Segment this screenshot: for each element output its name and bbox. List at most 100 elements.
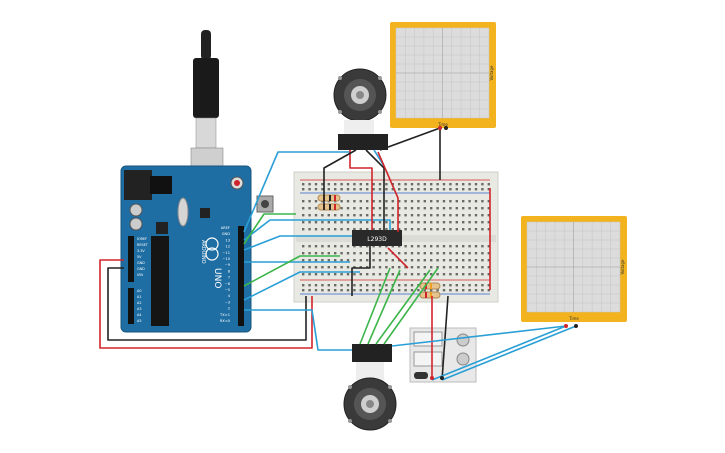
- oscilloscope-right[interactable]: Time Voltage: [521, 216, 627, 322]
- breadboard-hole[interactable]: [468, 228, 471, 231]
- breadboard-hole[interactable]: [327, 266, 330, 269]
- breadboard-hole[interactable]: [385, 228, 388, 231]
- breadboard-hole[interactable]: [462, 252, 465, 255]
- breadboard-hole[interactable]: [391, 207, 394, 210]
- breadboard-hole[interactable]: [442, 228, 446, 231]
- breadboard-hole[interactable]: [398, 221, 401, 224]
- breadboard-hole[interactable]: [340, 266, 343, 269]
- breadboard-hole[interactable]: [468, 183, 471, 186]
- breadboard-hole[interactable]: [410, 252, 414, 255]
- wire-green[interactable]: [367, 269, 401, 345]
- wire-black[interactable]: [441, 295, 449, 381]
- breadboard-hole[interactable]: [398, 284, 401, 287]
- breadboard-hole[interactable]: [404, 183, 407, 186]
- breadboard-hole[interactable]: [481, 259, 484, 262]
- breadboard-hole[interactable]: [449, 252, 452, 255]
- l293d-chip[interactable]: L293D: [352, 230, 402, 246]
- breadboard-hole[interactable]: [359, 228, 362, 231]
- breadboard-hole[interactable]: [423, 207, 426, 210]
- breadboard-hole[interactable]: [327, 273, 330, 276]
- breadboard-hole[interactable]: [436, 245, 439, 248]
- breadboard-hole[interactable]: [334, 221, 337, 224]
- wire-blue[interactable]: [431, 325, 567, 381]
- breadboard-hole[interactable]: [340, 273, 343, 276]
- breadboard-hole[interactable]: [327, 228, 330, 231]
- wire-red[interactable]: [349, 150, 373, 230]
- breadboard-hole[interactable]: [385, 188, 388, 191]
- breadboard-hole[interactable]: [302, 289, 305, 292]
- breadboard-hole[interactable]: [321, 188, 324, 191]
- breadboard-hole[interactable]: [327, 183, 330, 186]
- wire-black[interactable]: [379, 127, 441, 151]
- resistor[interactable]: [317, 194, 341, 202]
- breadboard-hole[interactable]: [314, 259, 318, 262]
- breadboard-hole[interactable]: [346, 266, 350, 269]
- breadboard-hole[interactable]: [314, 252, 318, 255]
- breadboard-hole[interactable]: [455, 207, 458, 210]
- breadboard-hole[interactable]: [474, 207, 478, 210]
- breadboard-hole[interactable]: [372, 183, 375, 186]
- breadboard-hole[interactable]: [327, 214, 330, 217]
- wire-black[interactable]: [107, 267, 307, 341]
- breadboard-hole[interactable]: [302, 183, 305, 186]
- breadboard-hole[interactable]: [308, 183, 311, 186]
- breadboard-hole[interactable]: [442, 245, 446, 248]
- breadboard-hole[interactable]: [410, 245, 414, 248]
- breadboard-hole[interactable]: [436, 183, 439, 186]
- breadboard-hole[interactable]: [353, 188, 356, 191]
- breadboard-hole[interactable]: [474, 284, 478, 287]
- breadboard-hole[interactable]: [423, 200, 426, 203]
- breadboard-hole[interactable]: [468, 284, 471, 287]
- wire-black[interactable]: [365, 149, 385, 230]
- breadboard-hole[interactable]: [334, 188, 337, 191]
- breadboard-hole[interactable]: [353, 214, 356, 217]
- breadboard-hole[interactable]: [404, 188, 407, 191]
- breadboard-hole[interactable]: [385, 259, 388, 262]
- breadboard-hole[interactable]: [442, 266, 446, 269]
- breadboard-hole[interactable]: [391, 266, 394, 269]
- breadboard-hole[interactable]: [302, 188, 305, 191]
- breadboard-hole[interactable]: [404, 221, 407, 224]
- breadboard-hole[interactable]: [378, 266, 382, 269]
- breadboard-hole[interactable]: [404, 273, 407, 276]
- wire-red[interactable]: [377, 151, 399, 232]
- breadboard-hole[interactable]: [346, 214, 350, 217]
- breadboard-hole[interactable]: [410, 214, 414, 217]
- breadboard-hole[interactable]: [372, 221, 375, 224]
- breadboard-hole[interactable]: [430, 200, 433, 203]
- breadboard-hole[interactable]: [366, 200, 369, 203]
- breadboard-hole[interactable]: [423, 245, 426, 248]
- breadboard-hole[interactable]: [372, 289, 375, 292]
- breadboard-hole[interactable]: [353, 221, 356, 224]
- breadboard-hole[interactable]: [455, 228, 458, 231]
- breadboard-hole[interactable]: [436, 228, 439, 231]
- breadboard-hole[interactable]: [359, 207, 362, 210]
- breadboard-hole[interactable]: [353, 183, 356, 186]
- breadboard-hole[interactable]: [340, 183, 343, 186]
- breadboard-hole[interactable]: [359, 200, 362, 203]
- breadboard-hole[interactable]: [366, 183, 369, 186]
- breadboard-hole[interactable]: [417, 266, 420, 269]
- breadboard-hole[interactable]: [385, 289, 388, 292]
- breadboard-hole[interactable]: [468, 221, 471, 224]
- breadboard-hole[interactable]: [487, 252, 490, 255]
- breadboard-hole[interactable]: [385, 214, 388, 217]
- breadboard-hole[interactable]: [372, 266, 375, 269]
- breadboard-hole[interactable]: [487, 207, 490, 210]
- breadboard-hole[interactable]: [378, 289, 382, 292]
- breadboard-hole[interactable]: [404, 284, 407, 287]
- breadboard-hole[interactable]: [366, 259, 369, 262]
- breadboard-hole[interactable]: [321, 221, 324, 224]
- breadboard-hole[interactable]: [468, 188, 471, 191]
- breadboard-hole[interactable]: [340, 284, 343, 287]
- breadboard-hole[interactable]: [474, 289, 478, 292]
- breadboard-hole[interactable]: [410, 200, 414, 203]
- breadboard-hole[interactable]: [302, 245, 305, 248]
- breadboard-hole[interactable]: [334, 284, 337, 287]
- breadboard-hole[interactable]: [314, 245, 318, 248]
- wire-endpoint[interactable]: [440, 376, 444, 380]
- breadboard-hole[interactable]: [449, 183, 452, 186]
- breadboard-hole[interactable]: [468, 214, 471, 217]
- breadboard-hole[interactable]: [462, 266, 465, 269]
- breadboard-hole[interactable]: [327, 259, 330, 262]
